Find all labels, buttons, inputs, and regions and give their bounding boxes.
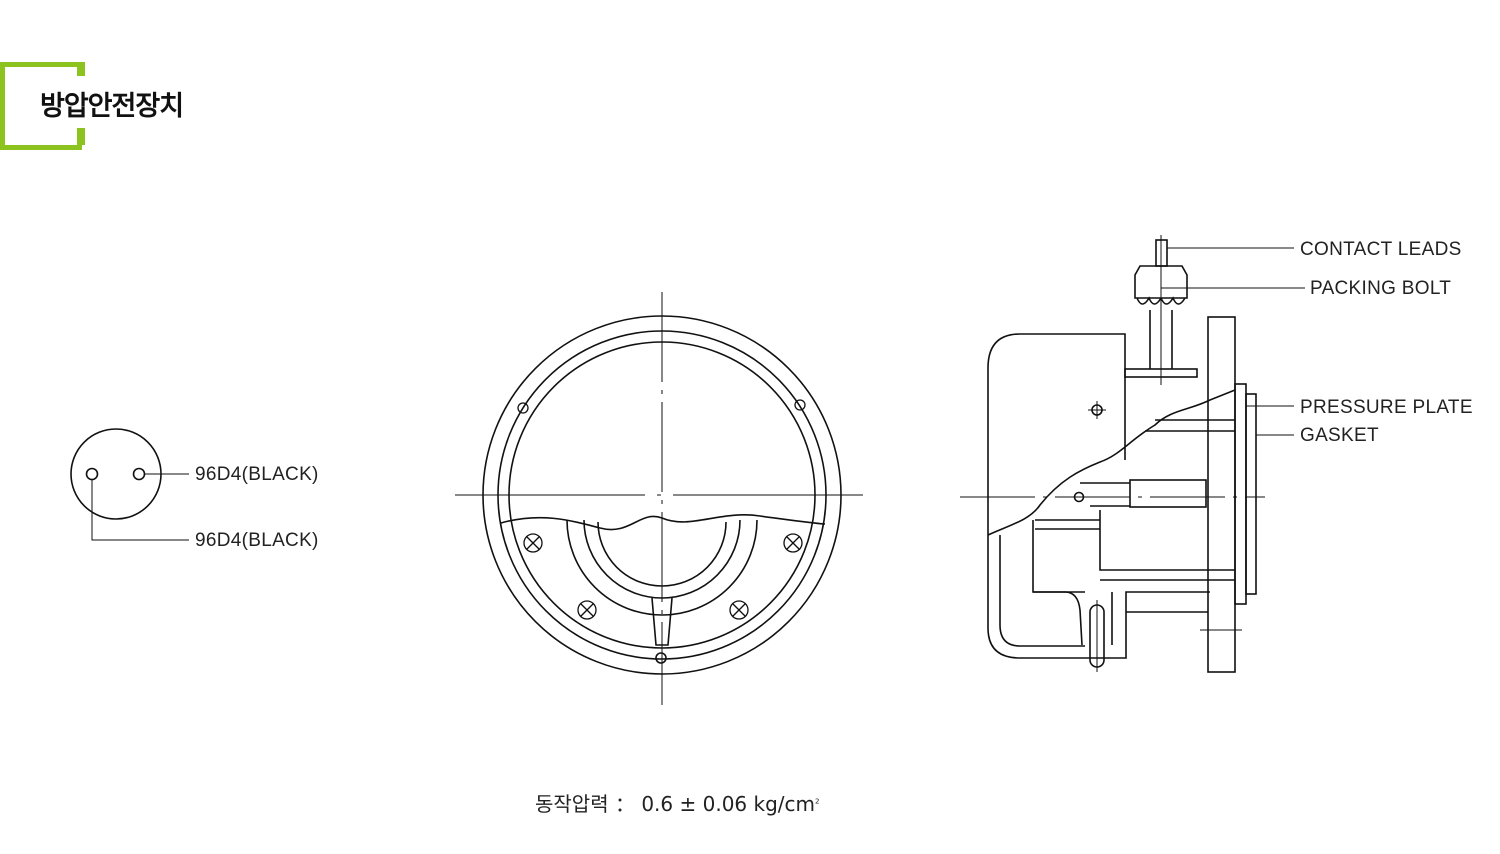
connector-view bbox=[70, 428, 189, 541]
spec-separator: ： bbox=[614, 792, 635, 816]
label-packing-bolt: PACKING BOLT bbox=[1310, 278, 1452, 299]
label-pressure-plate: PRESSURE PLATE bbox=[1300, 397, 1473, 418]
connector-label-1: 96D4(BLACK) bbox=[195, 464, 319, 485]
operating-pressure-spec: 동작압력 ： 0.6 ± 0.06 kg/cm2 bbox=[535, 788, 819, 817]
title-bracket-top bbox=[77, 62, 85, 76]
label-gasket: GASKET bbox=[1300, 425, 1379, 446]
title-bracket-bottom bbox=[77, 128, 85, 145]
page-title: 방압안전장치 bbox=[40, 91, 184, 122]
connector-label-2: 96D4(BLACK) bbox=[195, 530, 319, 551]
label-contact-leads: CONTACT LEADS bbox=[1300, 239, 1462, 260]
front-view bbox=[455, 292, 870, 705]
title-bracket bbox=[0, 62, 82, 150]
spec-value: 0.6 ± 0.06 kg/cm bbox=[641, 792, 815, 816]
spec-unit-superscript: 2 bbox=[815, 797, 820, 806]
side-view bbox=[960, 235, 1305, 673]
spec-label: 동작압력 bbox=[535, 792, 609, 816]
